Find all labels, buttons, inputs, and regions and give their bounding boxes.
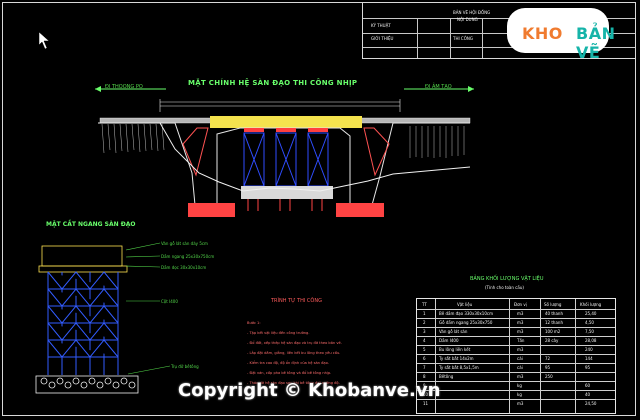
title-block-line-1: BẢN VẼ HỘI ĐỒNG	[453, 10, 491, 15]
title-block-line-2: NỘI DUNG	[457, 17, 478, 22]
section-note-4: Cột I400	[161, 299, 178, 304]
technical-note-6: - Đặt ván, cốp pha bê tông và đổ bê tông…	[247, 371, 332, 375]
table-cell: Gỗ dầm ngang 25x30x750	[439, 320, 493, 325]
table-header-unit: Đơn vị	[514, 302, 527, 307]
table-cell: Dầm I400	[439, 338, 459, 343]
technical-note-1: Bước 1:	[247, 321, 261, 325]
table-cell: 100 m2	[545, 329, 561, 334]
section-note-5: Trụ đỡ bêtông	[171, 364, 199, 369]
technical-note-7: - Tháo dỡ hệ sàn đạo sau khi bê tông đạt…	[247, 381, 340, 385]
table-cell: 5	[423, 347, 426, 352]
table-cell: 40	[585, 392, 591, 397]
table-cell: Tấn	[517, 338, 525, 343]
technical-note-4: - Lắp đặt dầm, giằng, liên kết bu lông t…	[247, 351, 341, 355]
table-cell: 8	[423, 374, 426, 379]
table-cell: 7	[423, 365, 426, 370]
table-cell: 95	[545, 365, 551, 370]
table-cell: m3	[517, 347, 524, 352]
watermark-logo-right: BẢN VẼ	[576, 24, 616, 62]
table-cell: 9	[423, 383, 426, 388]
section-note-3: Dầm dọc 30x30x10cm	[161, 265, 207, 270]
table-cell: 2	[423, 320, 426, 325]
table-cell: 28 cây	[545, 338, 559, 343]
table-cell: 12 thanh	[545, 320, 563, 325]
khobanve-watermark	[507, 8, 609, 53]
table-cell: cái	[517, 356, 523, 361]
table-cell: 72	[545, 356, 551, 361]
table-cell: cái	[517, 365, 523, 370]
table-cell: Ván gỗ lát sàn	[439, 329, 468, 334]
table-cell: 7,50	[585, 329, 594, 334]
table-cell: Ty sắt bắt 8,5x1,5m	[439, 365, 479, 370]
technical-note-3: - Đổ đất, xếp thép hệ sàn đạo và trụ đỡ …	[247, 341, 342, 345]
technical-note-5: - Kiểm tra cao độ, độ ổn định của hệ sàn…	[247, 361, 329, 365]
title-block-line-4: GIỚI THIỆU	[371, 36, 394, 41]
title-block-line-3: KÝ THUẬT	[371, 23, 391, 28]
section-note-2: Dầm ngang 25x30x750cm	[161, 254, 215, 259]
title-block-line-5: THI CÔNG	[453, 36, 473, 41]
table-cell: Ty sắt bắt 14x2m	[439, 356, 474, 361]
table-cell: 4	[423, 338, 426, 343]
table-cell: Bê dầm đạo 330x30x10cm	[439, 311, 493, 316]
table-cell: 25,40	[585, 311, 597, 316]
mouse-cursor-icon	[38, 31, 50, 50]
table-cell: 1	[423, 311, 426, 316]
title-block: BẢN VẼ HỘI ĐỒNG NỘI DUNG KÝ THUẬT GIỚI T…	[362, 2, 635, 59]
table-subtitle: (Tính cho toàn cầu)	[485, 285, 524, 290]
technical-note-2: - Tập kết vật liệu đến công trường.	[247, 331, 310, 335]
table-cell: 144	[585, 356, 593, 361]
materials-table: TT Vật liệu Đơn vị Số lượng Khối lượng 1…	[416, 298, 616, 414]
table-cell: m3	[517, 311, 524, 316]
table-cell: 24,50	[585, 401, 597, 406]
table-cell: Bu lông liên kết	[439, 347, 471, 352]
table-cell: kg	[517, 392, 522, 397]
watermark-logo-left: KHO	[522, 24, 563, 43]
technical-notes-list: Bước 1: - Tập kết vật liệu đến công trườ…	[247, 318, 387, 388]
section-note-1: Ván gỗ lát sàn dày 5cm	[161, 241, 208, 246]
table-cell: m3	[517, 329, 524, 334]
technical-notes-title: TRÌNH TỰ THI CÔNG	[271, 298, 322, 304]
table-cell: 3	[423, 329, 426, 334]
table-title: BẢNG KHỐI LƯỢNG VẬT LIỆU	[470, 276, 544, 282]
table-cell: kg	[517, 383, 522, 388]
table-cell: 6	[423, 356, 426, 361]
drawing-frame	[2, 2, 636, 416]
table-header-tt: TT	[422, 302, 427, 307]
table-cell: 250	[545, 374, 553, 379]
table-cell: 240	[585, 347, 593, 352]
table-cell: m3	[517, 401, 524, 406]
table-cell: 11	[423, 401, 429, 406]
table-cell: 95	[585, 365, 591, 370]
main-drawing-title: MẶT CHÍNH HỆ SÀN ĐẠO THI CÔNG NHỊP	[188, 79, 358, 87]
section-title: MẶT CẮT NGANG SÀN ĐẠO	[46, 221, 136, 228]
table-cell: 40 thanh	[545, 311, 563, 316]
table-cell: 60	[585, 383, 591, 388]
table-header-quantity: Số lượng	[544, 302, 562, 307]
table-cell: m3	[517, 374, 524, 379]
table-cell: 28,08	[585, 338, 597, 343]
copyright-watermark: Copyright © Khobanve.vn	[178, 380, 441, 401]
table-cell: 4,50	[585, 320, 594, 325]
table-cell: 10	[423, 392, 429, 397]
table-cell: m3	[517, 320, 524, 325]
table-cell: Bêtông	[439, 374, 454, 379]
right-direction-label: ĐI ẢM TẠO	[425, 84, 452, 90]
table-header-material: Vật liệu	[457, 302, 473, 307]
table-header-weight: Khối lượng	[580, 302, 602, 307]
left-direction-label: ĐI THOONG PO	[105, 84, 143, 90]
